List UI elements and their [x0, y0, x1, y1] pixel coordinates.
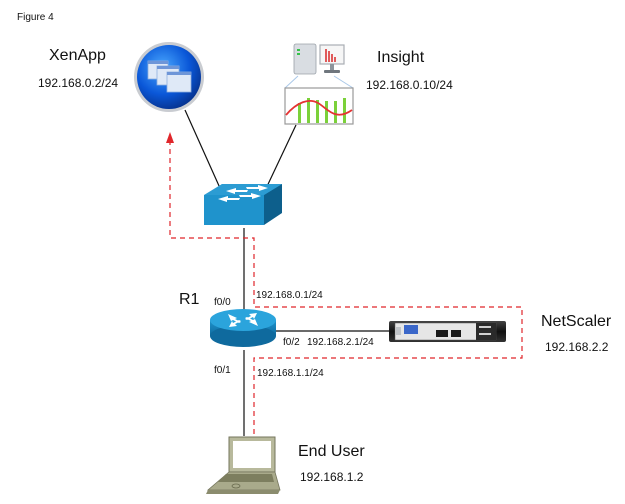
insight-server-icon[interactable] [284, 43, 354, 125]
link-xenapp-switch [184, 109, 225, 198]
xenapp-ip: 192.168.0.2/24 [38, 76, 119, 90]
xenapp-icon[interactable] [134, 42, 204, 112]
traffic-path [166, 132, 523, 434]
netscaler-ip: 192.168.2.2 [545, 340, 609, 354]
router-name: R1 [179, 291, 200, 308]
router-icon[interactable] [210, 309, 276, 347]
interface-f0-1-label: f0/1 [214, 365, 231, 376]
interface-f0-2-ip: 192.168.2.1/24 [307, 337, 374, 348]
end-user-name: End User [298, 443, 365, 460]
netscaler-name: NetScaler [541, 313, 612, 330]
netscaler-appliance-icon[interactable] [389, 321, 506, 342]
figure-label: Figure 4 [17, 12, 54, 23]
interface-f0-2-label: f0/2 [283, 337, 300, 348]
switch-icon[interactable] [204, 184, 282, 225]
laptop-icon[interactable] [206, 436, 281, 494]
xenapp-name: XenApp [49, 47, 106, 64]
insight-ip: 192.168.0.10/24 [366, 78, 453, 92]
end-user-ip: 192.168.1.2 [300, 470, 364, 484]
interface-f0-0-label: f0/0 [214, 297, 231, 308]
interface-f0-0-ip: 192.168.0.1/24 [256, 290, 323, 301]
insight-name: Insight [377, 49, 425, 66]
traffic-path-line [169, 143, 523, 434]
links [184, 109, 392, 436]
interface-f0-1-ip: 192.168.1.1/24 [257, 368, 324, 379]
traffic-arrowhead-icon [166, 132, 174, 143]
